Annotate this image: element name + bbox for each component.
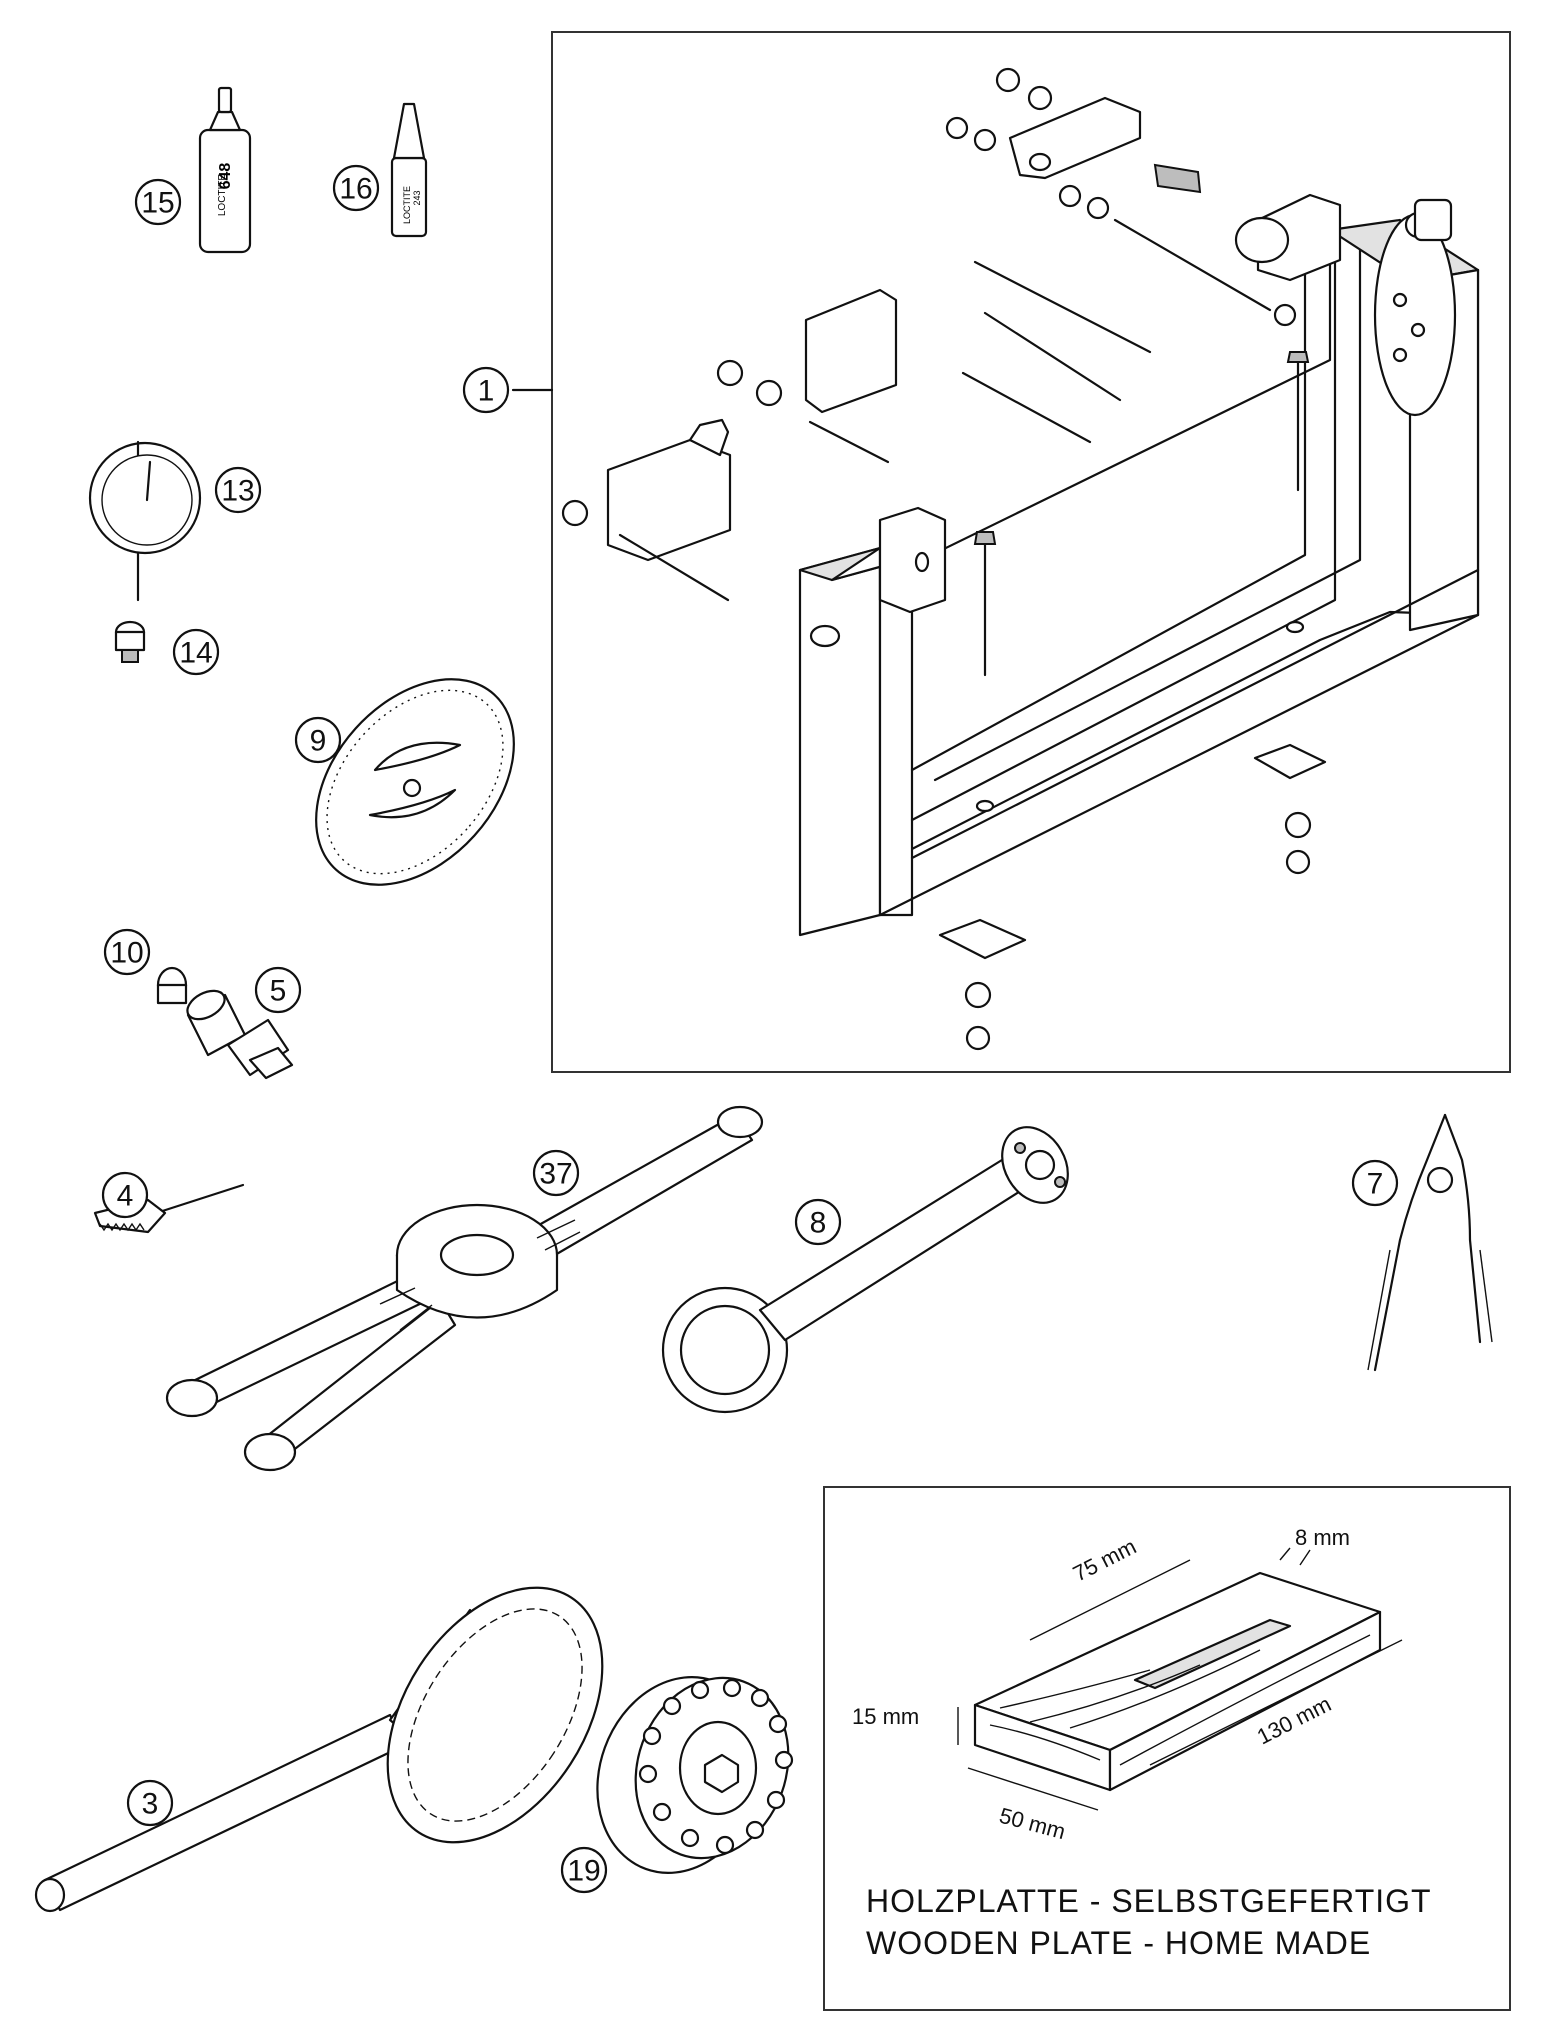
spanner-wrench: [661, 1126, 1069, 1414]
svg-text:19: 19: [567, 1855, 600, 1888]
dimension-lines: [957, 1547, 1403, 1811]
loctite-243-number-text: 243: [412, 190, 422, 205]
sleeve-part-10: [156, 966, 188, 1005]
wooden-plate-frame-box: [823, 1486, 1511, 2011]
callout-10: 10: [103, 928, 151, 976]
svg-text:14: 14: [179, 637, 212, 670]
svg-text:15: 15: [141, 187, 174, 220]
dial-gauge-adapter: [114, 620, 146, 663]
svg-text:13: 13: [221, 475, 254, 508]
threaded-rods: [618, 163, 1310, 677]
dim-slot-width: 8 mm: [1295, 1525, 1350, 1550]
svg-text:9: 9: [310, 725, 327, 758]
callout-14: 14: [172, 628, 220, 676]
callout-7: 7: [1351, 1159, 1399, 1207]
loctite-243-tube: LOCTITE 243: [390, 102, 428, 238]
svg-text:5: 5: [270, 975, 287, 1008]
engine-stand-frame-box: [551, 31, 1511, 1073]
callout-15: 15: [134, 178, 182, 226]
callout-8: 8: [794, 1198, 842, 1246]
callout-19: 19: [560, 1846, 608, 1894]
svg-text:3: 3: [142, 1788, 159, 1821]
callout-3: 3: [126, 1779, 174, 1827]
dial-gauge: [88, 440, 202, 602]
callout-9: 9: [294, 716, 342, 764]
rear-bracket: [878, 193, 1457, 614]
svg-text:16: 16: [339, 173, 372, 206]
dim-thickness: 15 mm: [852, 1704, 919, 1729]
loctite-648-number-text: 648: [217, 163, 234, 190]
dim-width: 50 mm: [997, 1803, 1068, 1845]
svg-text:10: 10: [110, 937, 143, 970]
svg-text:7: 7: [1367, 1168, 1384, 1201]
three-arm-puller: [165, 1105, 764, 1472]
callout-13: 13: [214, 466, 262, 514]
svg-text:4: 4: [117, 1180, 134, 1213]
loctite-243-brand-text: LOCTITE: [402, 186, 412, 224]
callout-5: 5: [254, 966, 302, 1014]
bracket-parts: [606, 96, 1142, 562]
callout-37: 37: [532, 1149, 580, 1197]
callout-16: 16: [332, 164, 380, 212]
svg-text:37: 37: [539, 1158, 572, 1191]
wooden-plate-panel: 75 mm 8 mm 15 mm 130 mm 50 mm HOLZPLATTE…: [823, 1486, 1511, 2011]
svg-text:8: 8: [810, 1207, 827, 1240]
wooden-plate-caption-en: WOODEN PLATE - HOME MADE: [866, 1925, 1371, 1961]
svg-text:1: 1: [478, 375, 495, 408]
nuts-and-washers: [561, 67, 1327, 1051]
loctite-648-brand-text: LOCTITE: [217, 174, 228, 217]
callout-4: 4: [101, 1171, 149, 1219]
dim-slot-length: 75 mm: [1069, 1534, 1140, 1587]
loctite-648-bottle: LOCTITE 648: [198, 86, 252, 254]
puller-part-5: [186, 989, 294, 1080]
circlip-pliers: [1367, 1113, 1493, 1372]
engine-stand-assembly: [511, 31, 1511, 1073]
wooden-plate-drawing: [973, 1571, 1382, 1792]
flywheel-puller: [596, 1676, 794, 1874]
wooden-plate-caption-de: HOLZPLATTE - SELBSTGEFERTIGT: [866, 1883, 1432, 1919]
degree-disc: [315, 678, 515, 886]
clutch-holder: [34, 1586, 604, 1913]
callout-1: 1: [462, 366, 510, 414]
